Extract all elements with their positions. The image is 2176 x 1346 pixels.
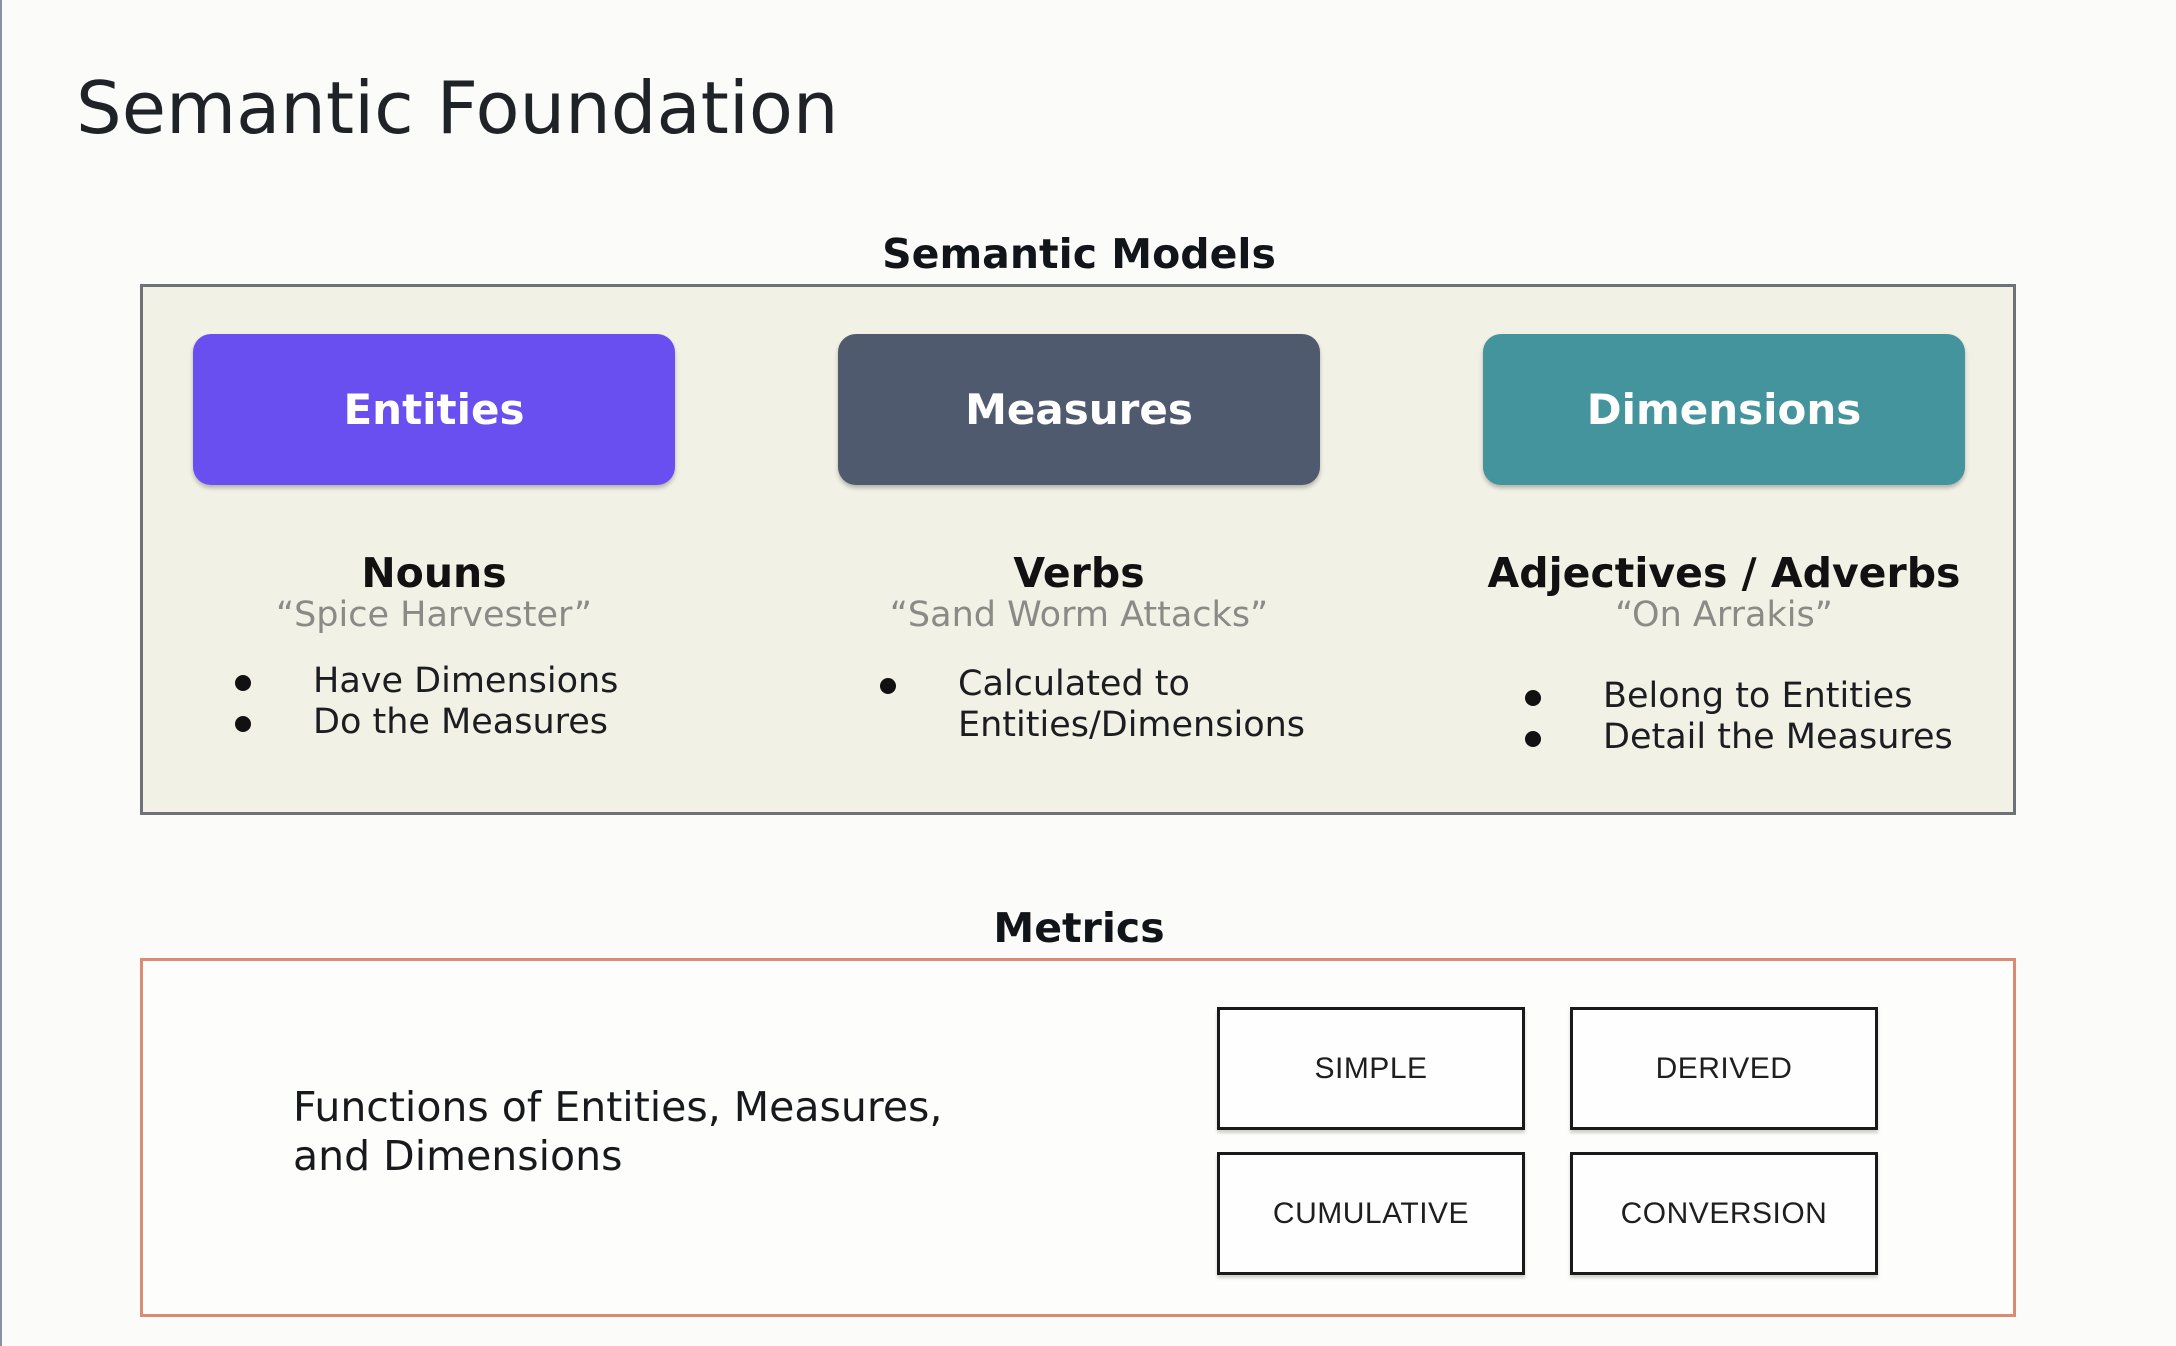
metrics-description: Functions of Entities, Measures, and Dim… bbox=[293, 1083, 942, 1181]
bullet-dot-icon bbox=[880, 678, 896, 694]
bullet-text: Calculated to bbox=[958, 664, 1190, 704]
bullet-text: Do the Measures bbox=[313, 702, 609, 742]
entities-column: Entities Nouns “Spice Harvester” Have Di… bbox=[193, 287, 675, 812]
bullet-dot-icon bbox=[235, 716, 251, 732]
metrics-label: Metrics bbox=[993, 904, 1165, 952]
measures-bullet-list: Calculated to Entities/Dimensions bbox=[838, 664, 1305, 746]
measures-pill: Measures bbox=[838, 334, 1320, 485]
metric-type-simple: SIMPLE bbox=[1217, 1007, 1525, 1130]
dimensions-example: “On Arrakis” bbox=[1615, 595, 1833, 635]
bullet-text: Have Dimensions bbox=[313, 661, 619, 701]
page-title: Semantic Foundation bbox=[76, 66, 839, 150]
bullet-dot-icon bbox=[1525, 690, 1541, 706]
metrics-description-line: Functions of Entities, Measures, bbox=[293, 1083, 943, 1131]
dimensions-bullet-list: Belong to Entities Detail the Measures bbox=[1483, 676, 1953, 758]
entities-pill: Entities bbox=[193, 334, 675, 485]
dimensions-column: Dimensions Adjectives / Adverbs “On Arra… bbox=[1483, 287, 1965, 812]
semantic-models-label: Semantic Models bbox=[882, 230, 1276, 278]
metrics-panel: Functions of Entities, Measures, and Dim… bbox=[140, 958, 2016, 1317]
bullet-text: Entities/Dimensions bbox=[958, 705, 1306, 745]
metric-type-derived: DERIVED bbox=[1570, 1007, 1878, 1130]
dimensions-word-type: Adjectives / Adverbs bbox=[1487, 549, 1961, 597]
bullet-dot-icon bbox=[1525, 731, 1541, 747]
measures-column: Measures Verbs “Sand Worm Attacks” Calcu… bbox=[838, 287, 1320, 812]
dimensions-pill: Dimensions bbox=[1483, 334, 1965, 485]
list-item: Do the Measures bbox=[193, 702, 618, 743]
list-item: Detail the Measures bbox=[1483, 717, 1953, 758]
list-item: Calculated to bbox=[838, 664, 1305, 705]
metric-type-conversion: CONVERSION bbox=[1570, 1152, 1878, 1275]
bullet-text: Belong to Entities bbox=[1603, 676, 1913, 716]
entities-word-type: Nouns bbox=[361, 549, 507, 597]
entities-bullet-list: Have Dimensions Do the Measures bbox=[193, 661, 618, 743]
left-edge-line bbox=[0, 0, 2, 1346]
metrics-description-line: and Dimensions bbox=[293, 1132, 623, 1180]
bullet-dot-icon bbox=[235, 675, 251, 691]
entities-example: “Spice Harvester” bbox=[275, 595, 593, 635]
semantic-models-panel: Entities Nouns “Spice Harvester” Have Di… bbox=[140, 284, 2016, 815]
metric-type-cumulative: CUMULATIVE bbox=[1217, 1152, 1525, 1275]
list-item: Have Dimensions bbox=[193, 661, 618, 702]
bullet-text: Detail the Measures bbox=[1603, 717, 1953, 757]
measures-example: “Sand Worm Attacks” bbox=[889, 595, 1269, 635]
measures-word-type: Verbs bbox=[1013, 549, 1145, 597]
list-item: Belong to Entities bbox=[1483, 676, 1953, 717]
list-item-continuation: Entities/Dimensions bbox=[838, 705, 1305, 746]
